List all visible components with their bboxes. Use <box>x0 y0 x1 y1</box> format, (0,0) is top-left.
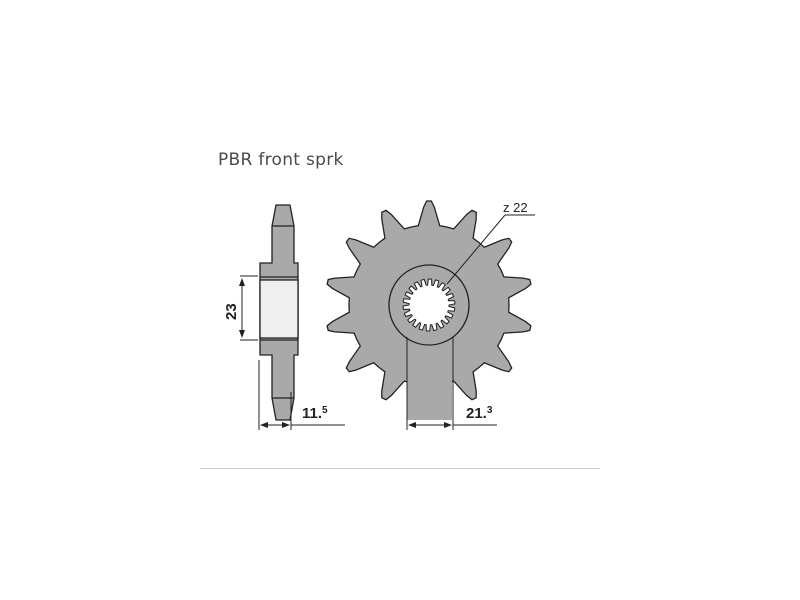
hub-dimension <box>406 214 535 430</box>
bore-label: 23 <box>223 303 240 320</box>
thickness-dimension <box>258 360 345 430</box>
spline-label: z 22 <box>503 200 528 215</box>
spline-bore <box>402 278 456 332</box>
side-profile-bore <box>259 279 299 339</box>
diagram-title: PBR front sprk <box>218 150 344 170</box>
side-profile <box>259 204 299 421</box>
bore-dimension <box>239 275 258 341</box>
divider <box>200 468 600 469</box>
hub-label: 21.3 <box>466 405 493 422</box>
thickness-label: 11.5 <box>302 405 328 422</box>
